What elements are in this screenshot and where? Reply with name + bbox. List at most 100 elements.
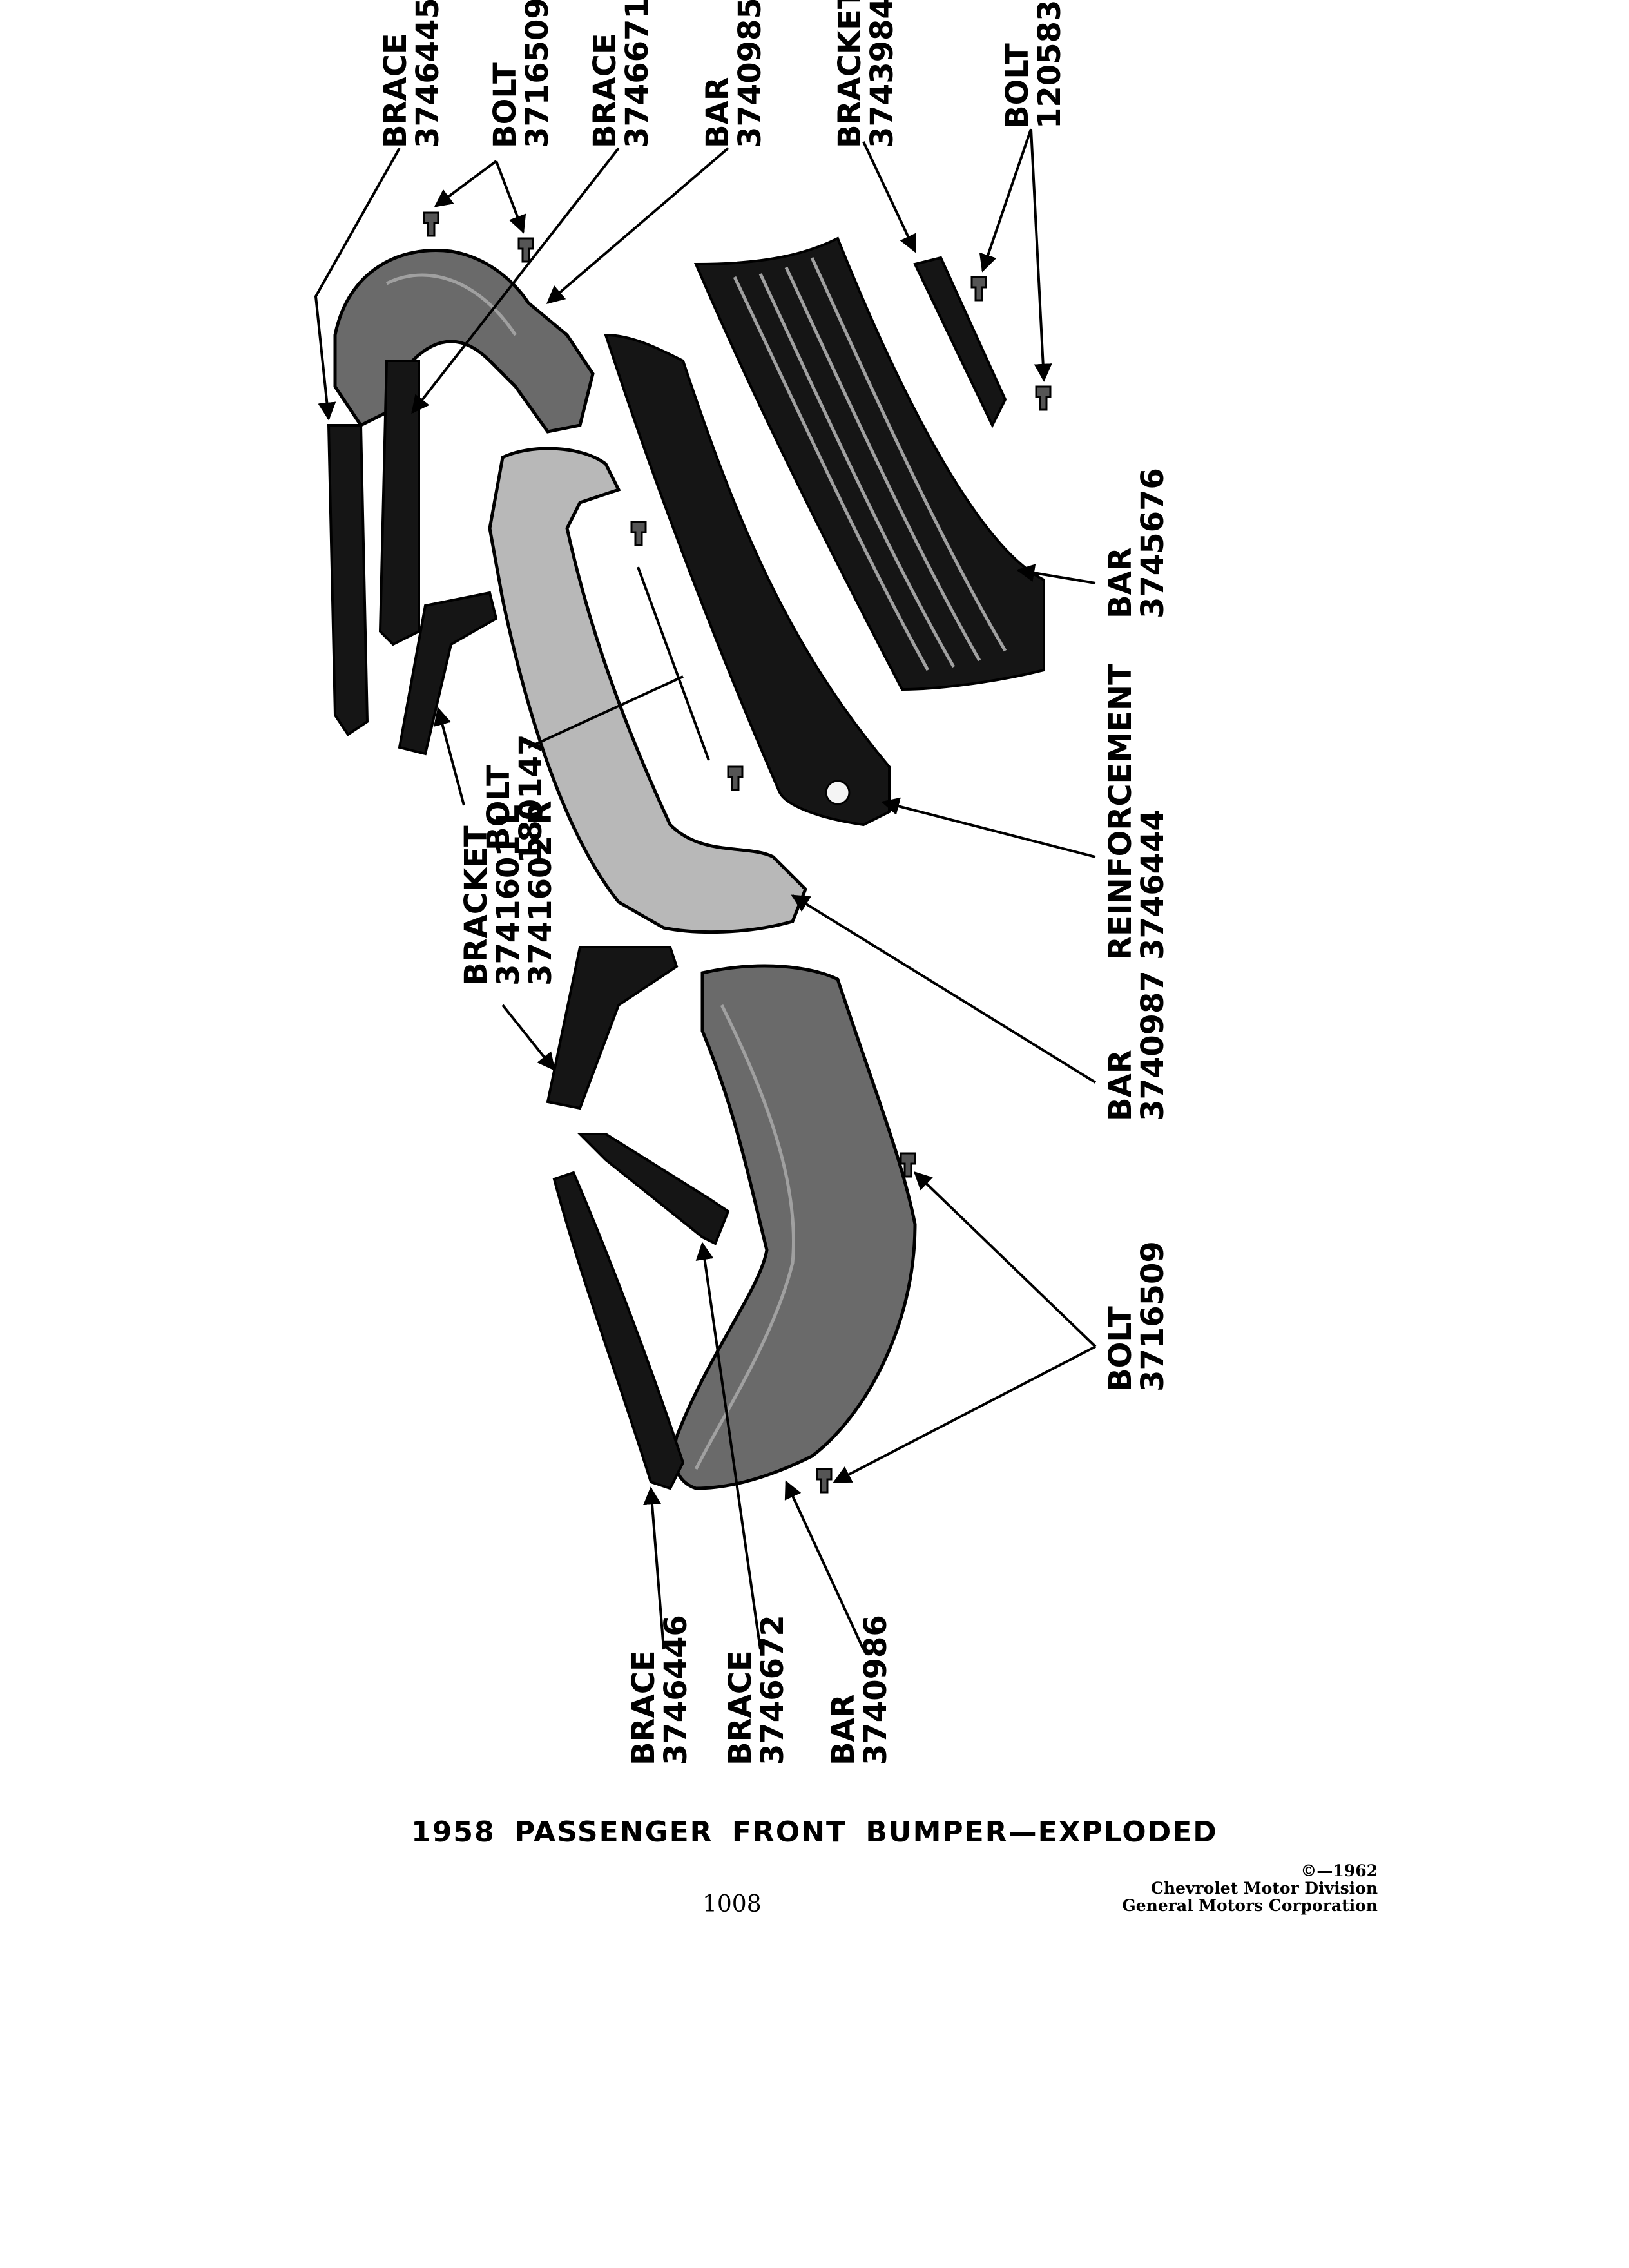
leader-bolt-180147-bracket xyxy=(637,566,710,761)
label-part: 3716509 xyxy=(1135,1241,1171,1392)
label-name: BAR xyxy=(825,1694,862,1765)
brace-3746672-part xyxy=(577,1133,730,1245)
leader-bolt-180147-a xyxy=(528,675,684,749)
label-bolt-180147: BOLT 180147 xyxy=(481,735,549,863)
reinforcement-3746444-part xyxy=(604,333,891,827)
leader-bolt-3716509-top-a xyxy=(434,160,497,207)
label-part: 3746671 xyxy=(619,0,655,148)
copyright-division: Chevrolet Motor Division xyxy=(1150,1879,1378,1898)
label-part: 3745676 xyxy=(1135,468,1171,619)
label-part: 3716509 xyxy=(519,0,555,148)
leader-bar-3740986 xyxy=(784,1480,865,1650)
leader-bolt-120583-b xyxy=(1030,128,1052,382)
label-part: 3740987 xyxy=(1135,970,1171,1121)
bolt-180147-a xyxy=(630,521,647,546)
label-name: BRACE xyxy=(378,33,414,148)
bolt-120583-b xyxy=(1035,385,1052,411)
bracket-3741601-part xyxy=(398,591,498,756)
bolt-180147-b xyxy=(727,765,744,791)
leader-brace-3746445 xyxy=(314,148,401,421)
label-name: BAR xyxy=(700,77,736,148)
leader-bolt-3716509-bottom-a xyxy=(913,1171,1097,1348)
reinforcement-3746444-hole xyxy=(825,780,851,805)
bar-3740985-highlight xyxy=(385,273,517,336)
page-number: 1008 xyxy=(702,1891,762,1917)
leader-bar-3740985 xyxy=(546,147,729,304)
leader-lines xyxy=(314,128,1097,1650)
label-bolt-3716509-bottom: BOLT 3716509 xyxy=(1103,1241,1171,1392)
leader-brace-3746672 xyxy=(695,1242,762,1650)
label-part: 180147 xyxy=(513,735,549,863)
label-bar-3740987: BAR 3740987 xyxy=(1103,970,1171,1121)
brace-3746446-part xyxy=(552,1171,685,1490)
label-brace-3746446: BRACE 3746446 xyxy=(626,1615,694,1765)
label-part: 120583 xyxy=(1032,0,1068,129)
bar-3745676-rib-4 xyxy=(810,256,1007,652)
label-name: BRACE xyxy=(626,1650,662,1765)
label-bolt-3716509-top: BOLT 3716509 xyxy=(487,0,555,148)
bolt-3716509-bottom-b xyxy=(816,1468,833,1494)
bar-3745676-rib-1 xyxy=(733,276,930,671)
page-title: 1958 PASSENGER FRONT BUMPER—EXPLODED xyxy=(411,1816,1218,1849)
label-brace-3746672: BRACE 3746672 xyxy=(722,1615,791,1765)
leader-bracket-3741602 xyxy=(501,1004,555,1072)
leader-reinforcement-3746444 xyxy=(881,797,1096,858)
label-bracket-3741601: BRACKET 3741601 L 3741602 R xyxy=(458,801,559,986)
label-bar-3740986: BAR 3740986 xyxy=(825,1615,894,1765)
label-name: BAR xyxy=(1103,547,1139,619)
label-name: BAR xyxy=(1103,1050,1139,1121)
label-part: 3740985 xyxy=(732,0,768,148)
label-name: BOLT xyxy=(1103,1306,1139,1392)
bolt-3716509-top-b xyxy=(517,237,534,263)
bolt-3716509-top-a xyxy=(423,211,439,237)
label-name: BOLT xyxy=(481,765,517,850)
leader-bracket-3743984 xyxy=(862,141,916,253)
leader-bracket-3741601 xyxy=(433,707,465,806)
label-part: 3746446 xyxy=(658,1615,694,1765)
leader-bar-3740987 xyxy=(791,894,1097,1084)
bar-3745676-rib-3 xyxy=(784,266,981,662)
label-bracket-3743984: BRACKET 3743984 xyxy=(832,0,900,148)
label-name: BRACE xyxy=(722,1650,758,1765)
leader-bar-3745676 xyxy=(1016,564,1096,584)
label-part: 3746444 xyxy=(1135,809,1171,960)
bar-3745676-part xyxy=(693,236,1045,691)
brace-3746445-part xyxy=(327,424,369,736)
leader-bolt-3716509-bottom-b xyxy=(833,1345,1096,1483)
label-reinforcement-3746444: REINFORCEMENT 3746444 xyxy=(1103,664,1171,960)
bar-3740987-part xyxy=(488,447,807,934)
label-name: BOLT xyxy=(999,43,1036,129)
label-bar-3740985: BAR 3740985 xyxy=(700,0,768,148)
label-name: REINFORCEMENT xyxy=(1103,664,1139,960)
leader-bolt-120583-a xyxy=(979,128,1032,273)
bolt-3716509-bottom-a xyxy=(900,1152,916,1178)
copyright-corporation: General Motors Corporation xyxy=(1122,1896,1378,1915)
leader-brace-3746446 xyxy=(643,1486,665,1650)
label-brace-3746445: BRACE 3746445 xyxy=(378,0,446,148)
label-bar-3745676: BAR 3745676 xyxy=(1103,468,1171,619)
label-part: 3746672 xyxy=(755,1615,791,1765)
label-name: BOLT xyxy=(487,62,523,148)
bar-3745676-rib-2 xyxy=(758,273,956,668)
label-name: BRACE xyxy=(587,33,623,148)
bracket-3741602-part xyxy=(546,946,679,1110)
label-part: 3743984 xyxy=(864,0,900,148)
copyright-notice: ©—1962 Chevrolet Motor Division General … xyxy=(1122,1862,1378,1914)
label-part-left: 3741601 L xyxy=(490,805,526,986)
copyright-year: ©—1962 xyxy=(1300,1861,1378,1880)
leader-bolt-3716509-top-b xyxy=(495,160,526,234)
label-bolt-120583: BOLT 120583 xyxy=(999,0,1068,129)
bar-3740985-part xyxy=(333,249,595,434)
label-brace-3746671: BRACE 3746671 xyxy=(587,0,655,148)
leader-brace-3746671 xyxy=(411,147,620,414)
label-part: 3746445 xyxy=(410,0,446,148)
labels: BRACE 3746445 BOLT 3716509 BRACE 3746671… xyxy=(378,0,1171,1765)
bar-3740986-highlight xyxy=(694,1004,796,1470)
label-part: 3740986 xyxy=(858,1615,894,1765)
label-part-right: 3741602 R xyxy=(523,801,559,986)
brace-3746671-part xyxy=(378,360,420,646)
bracket-3743984-part xyxy=(913,256,1007,428)
label-name: BRACKET xyxy=(832,0,868,148)
label-name: BRACKET xyxy=(458,825,494,986)
